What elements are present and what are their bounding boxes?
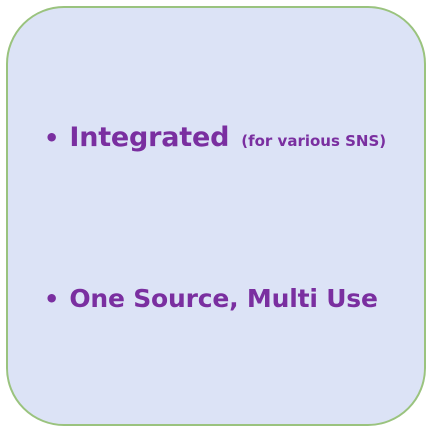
bullet-note: (for various SNS): [241, 132, 387, 150]
info-card: • Integrated (for various SNS) • One Sou…: [6, 6, 426, 426]
bullet-text: Integrated: [69, 122, 230, 153]
bullet-dot: •: [44, 124, 60, 152]
bullet-item-one-source: • One Source, Multi Use: [44, 284, 378, 313]
bullet-dot: •: [44, 285, 60, 313]
bullet-text: One Source, Multi Use: [69, 284, 378, 313]
bullet-item-integrated: • Integrated (for various SNS): [44, 122, 386, 153]
